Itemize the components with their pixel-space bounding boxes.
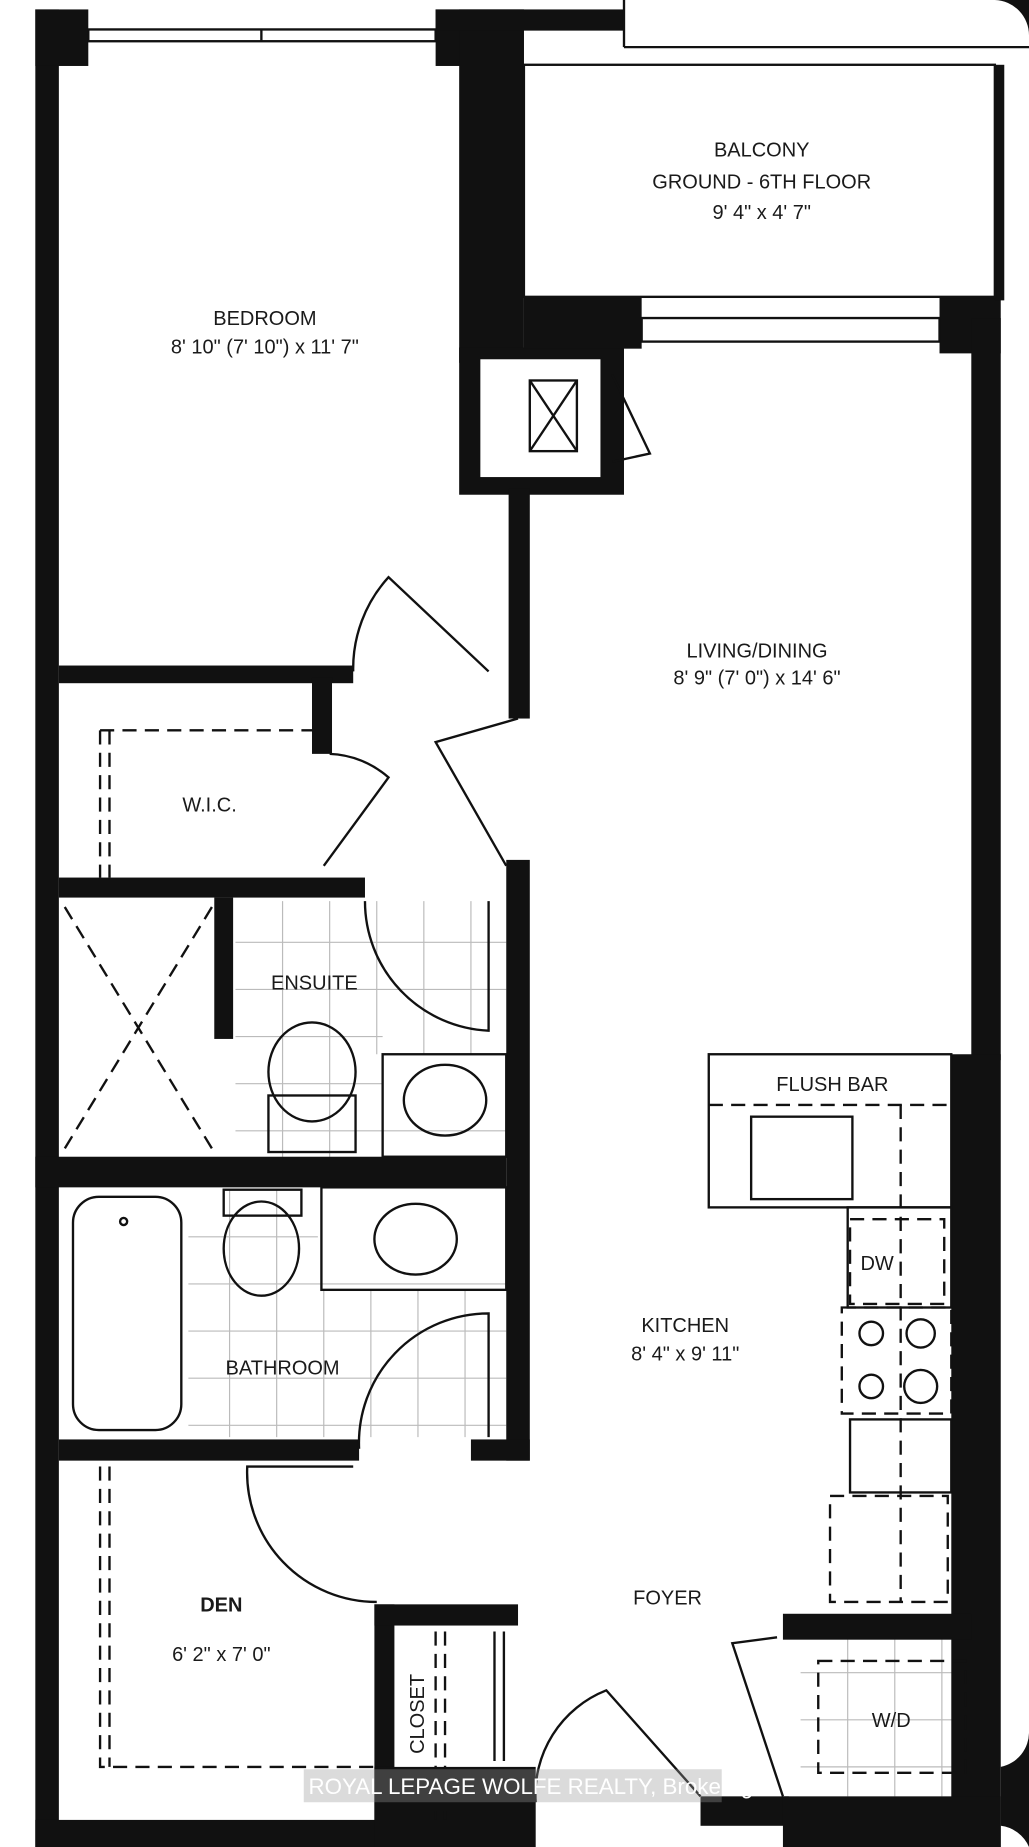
balcony-label: BALCONY — [714, 140, 810, 162]
bathroom-label: BATHROOM — [226, 1358, 340, 1380]
living-label: LIVING/DINING — [686, 640, 827, 662]
den-label: DEN — [200, 1594, 242, 1616]
foyer-label: FOYER — [633, 1587, 702, 1609]
wd-label: W/D — [872, 1710, 911, 1732]
bedroom-label: BEDROOM — [213, 308, 316, 330]
balcony-size: 9' 4" x 4' 7" — [712, 202, 811, 224]
corner-decoration — [994, 0, 1029, 36]
burner-icon — [905, 1318, 936, 1349]
windows — [87, 0, 1029, 343]
doors — [245, 575, 785, 1803]
sink-icon — [402, 1063, 488, 1137]
burner-icon — [903, 1368, 939, 1405]
shelving — [63, 729, 447, 1820]
burner-icon — [858, 1373, 885, 1400]
dw-label: DW — [860, 1253, 893, 1275]
bathroom-tiles — [188, 1189, 972, 1797]
fixtures — [71, 1021, 967, 1774]
ensuite-label: ENSUITE — [271, 972, 358, 994]
corner-decoration — [1000, 1731, 1029, 1847]
sink-icon — [749, 1115, 854, 1201]
living-size: 8' 9" (7' 0") x 14' 6" — [673, 667, 840, 689]
sink-icon — [373, 1202, 458, 1276]
den-size: 6' 2" x 7' 0" — [172, 1644, 271, 1666]
flush-bar-label: FLUSH BAR — [776, 1074, 888, 1096]
bedroom-size: 8' 10" (7' 10") x 11' 7" — [171, 336, 359, 358]
kitchen-size: 8' 4" x 9' 11" — [631, 1344, 739, 1366]
watermark-background — [303, 1769, 722, 1803]
watermark: ROYAL LEPAGE WOLFE REALTY, Brokerage — [308, 1774, 765, 1799]
toilet-icon — [222, 1200, 301, 1297]
closet-label: CLOSET — [407, 1674, 429, 1754]
balcony-note: GROUND - 6TH FLOOR — [652, 171, 871, 193]
burner-icon — [858, 1320, 885, 1347]
toilet-icon — [267, 1021, 357, 1123]
wic-label: W.I.C. — [182, 795, 236, 817]
walls — [35, 9, 1005, 1847]
kitchen-label: KITCHEN — [641, 1315, 729, 1337]
shaft-icon — [528, 374, 652, 463]
